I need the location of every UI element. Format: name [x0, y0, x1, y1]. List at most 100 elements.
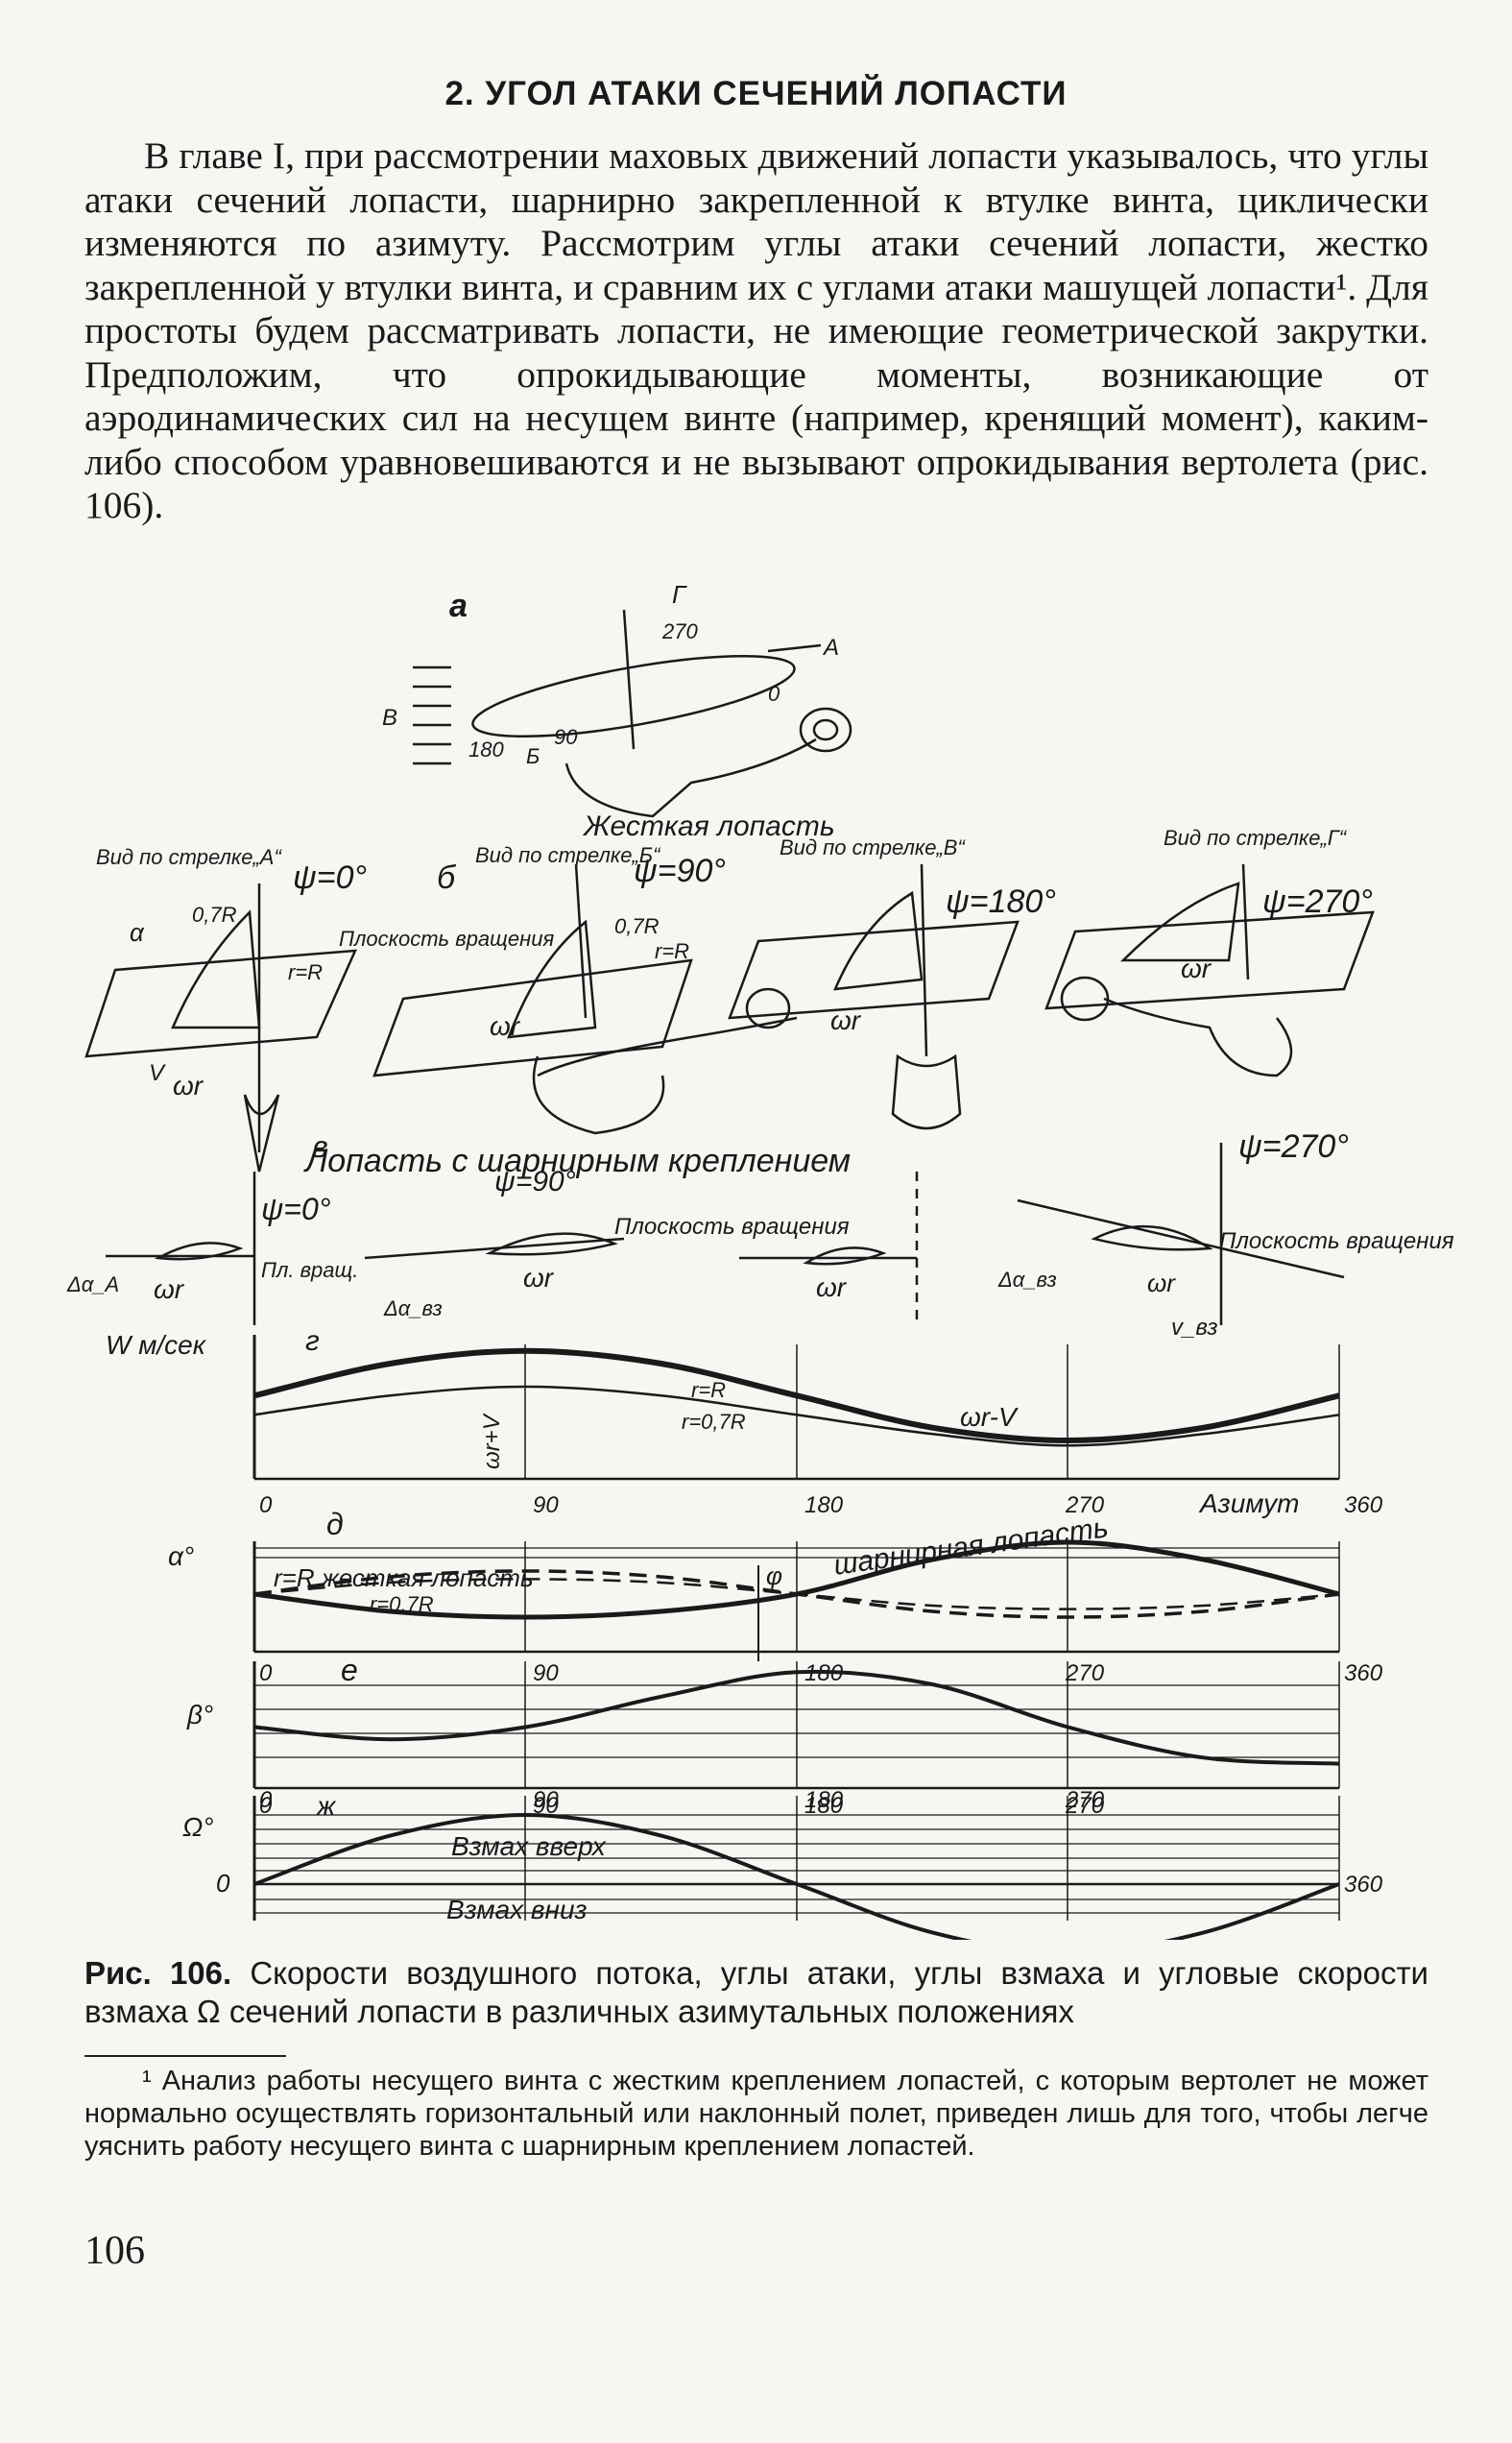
svg-text:Плоскость вращения: Плоскость вращения — [614, 1214, 850, 1240]
psi-90: ψ=90° — [634, 853, 726, 889]
chart-g-ylabel: W м/сек — [106, 1330, 207, 1360]
curve-beta — [253, 1669, 1340, 1766]
svg-text:V: V — [149, 1060, 166, 1086]
chart-zh-ylabel: Ω° — [182, 1812, 214, 1842]
chart-d-ylabel: α° — [168, 1541, 194, 1571]
label-phi: φ — [766, 1561, 782, 1590]
d-tick-0: 0 — [259, 1660, 273, 1686]
helicopter-front — [891, 1053, 962, 1130]
panel-zh-label: ж — [315, 1791, 337, 1821]
view-a-label: Вид по стрелке„А“ — [96, 845, 282, 869]
arrow-a — [767, 643, 822, 653]
curve-omega — [253, 1812, 1340, 1940]
chart-e-ylabel: β° — [186, 1700, 213, 1729]
panel-v-label: в — [312, 1129, 328, 1164]
curve-rigid-07R — [253, 1578, 1340, 1610]
footnote: ¹ Анализ работы несущего винта с жестким… — [84, 2065, 1428, 2163]
zh-tick-90: 90 — [533, 1787, 559, 1813]
svg-text:0,7R: 0,7R — [614, 914, 660, 938]
blade-g — [1119, 882, 1240, 962]
caption-text: Скорости воздушного потока, углы атаки, … — [84, 1955, 1428, 2029]
svg-text:Плоскость вращения: Плоскость вращения — [1219, 1228, 1454, 1254]
figure-106: а 270 0 180 90 Г А В Б — [0, 576, 1512, 1940]
arrow-b-label: В — [382, 705, 397, 731]
psi-0: ψ=0° — [293, 859, 367, 896]
section-heading: 2. УГОЛ АТАКИ СЕЧЕНИЙ ЛОПАСТИ — [444, 75, 1068, 112]
zh-tick-270: 270 — [1065, 1787, 1105, 1813]
azimuth-0: 0 — [768, 682, 780, 706]
chart-g-xlabel: Азимут — [1198, 1488, 1299, 1518]
paragraph: В главе I, при рассмотрении маховых движ… — [84, 134, 1428, 526]
plane-g — [1044, 910, 1375, 1010]
g-tick-270: 270 — [1065, 1492, 1105, 1518]
fuselage — [564, 738, 817, 818]
blade-b — [507, 919, 597, 1039]
azimuth-270: 270 — [661, 619, 698, 643]
hub-a — [243, 1094, 280, 1173]
footnote-text: ¹ Анализ работы несущего винта с жестким… — [84, 2066, 1428, 2162]
svg-text:α: α — [130, 918, 145, 947]
svg-text:ωr: ωr — [523, 1263, 555, 1293]
caption-label: Рис. 106. — [84, 1955, 232, 1991]
view-g-label: Вид по стрелке„Г“ — [1164, 826, 1348, 850]
panel-v-drawing: Лопасть с шарнирным креплением в ψ=0° ψ=… — [66, 1128, 1454, 1341]
footnote-rule — [84, 2055, 286, 2057]
svg-text:ωr: ωr — [1181, 954, 1212, 983]
g-tick-0: 0 — [259, 1492, 273, 1518]
figure-caption: Рис. 106. Скорости воздушного потока, уг… — [84, 1954, 1428, 2031]
view-b-label: Вид по стрелке„Б“ — [475, 843, 661, 867]
chart-g: W м/сек г r=R r=0,7R ωr-V ωr+V Азимут 0 … — [106, 1325, 1383, 1518]
panel-a-drawing: а 270 0 180 90 Г А В Б — [382, 580, 852, 842]
d-tick-360: 360 — [1344, 1660, 1383, 1686]
plane-v — [728, 920, 1020, 1020]
plane-b — [372, 958, 693, 1077]
g-tick-90: 90 — [533, 1492, 559, 1518]
svg-text:ωr: ωr — [1147, 1269, 1176, 1297]
label-r-07R: r=0,7R — [682, 1410, 746, 1434]
label-r-R: r=R — [691, 1378, 726, 1402]
rigid-blade-title: Жесткая лопасть — [582, 810, 835, 842]
svg-text:r=R: r=R — [655, 939, 689, 963]
body-text: В главе I, при рассмотрении маховых движ… — [84, 134, 1428, 528]
azimuth-90: 90 — [554, 725, 578, 749]
psi-90-hinged: ψ=90° — [494, 1166, 576, 1197]
curve-r-07R — [253, 1385, 1340, 1447]
plane-a — [84, 949, 357, 1058]
fuselage-g — [1103, 997, 1293, 1077]
svg-text:Δα_A: Δα_A — [66, 1272, 119, 1296]
chart-zh: ж Ω° 0 Взмах вверх Взмах вниз 0 — [182, 1787, 1383, 1940]
psi-0-hinged: ψ=0° — [261, 1192, 331, 1226]
tail-rotor — [799, 707, 852, 753]
chart-zh-zero: 0 — [216, 1869, 230, 1898]
zh-tick-180: 180 — [804, 1787, 844, 1813]
plane-of-rotation-label: Плоскость вращения — [339, 927, 554, 951]
label-wr-plus-v: ωr+V — [479, 1413, 505, 1469]
chart-e: е β° 0 90 180 270 — [186, 1653, 1340, 1819]
view-v-label: Вид по стрелке„В“ — [780, 835, 966, 859]
label-wr-minus-v: ωr-V — [960, 1402, 1019, 1432]
psi-270-hinged: ψ=270° — [1238, 1128, 1349, 1165]
arrow-a-label: А — [822, 635, 839, 661]
panel-b-drawing: б Вид по стрелке„А“ Вид по стрелке„Б“ Ви… — [84, 826, 1375, 1173]
svg-text:v_вз: v_вз — [1171, 1315, 1218, 1341]
page-number: 106 — [84, 2229, 145, 2273]
svg-text:ωr: ωr — [830, 1005, 862, 1035]
airflow-arrows — [413, 665, 451, 765]
svg-text:r=R: r=R — [288, 960, 323, 984]
hinged-title: Лопасть с шарнирным креплением — [303, 1143, 851, 1179]
svg-text:ωr: ωr — [490, 1011, 521, 1041]
curve-r-R — [253, 1347, 1340, 1444]
figure-svg: а 270 0 180 90 Г А В Б — [66, 580, 1454, 1940]
blade-a — [171, 909, 261, 1029]
svg-text:ωr: ωr — [816, 1272, 848, 1302]
blade-v — [833, 890, 924, 991]
svg-text:Δα_вз: Δα_вз — [997, 1268, 1057, 1292]
arrow-g-label: Г — [672, 580, 687, 609]
label-down: Взмах вниз — [446, 1895, 588, 1924]
svg-text:Δα_вз: Δα_вз — [383, 1296, 443, 1320]
zh-tick-360: 360 — [1344, 1872, 1383, 1898]
panel-g-label: г — [305, 1325, 320, 1357]
svg-text:ωr: ωr — [173, 1071, 204, 1101]
d-tick-270: 270 — [1065, 1660, 1105, 1686]
